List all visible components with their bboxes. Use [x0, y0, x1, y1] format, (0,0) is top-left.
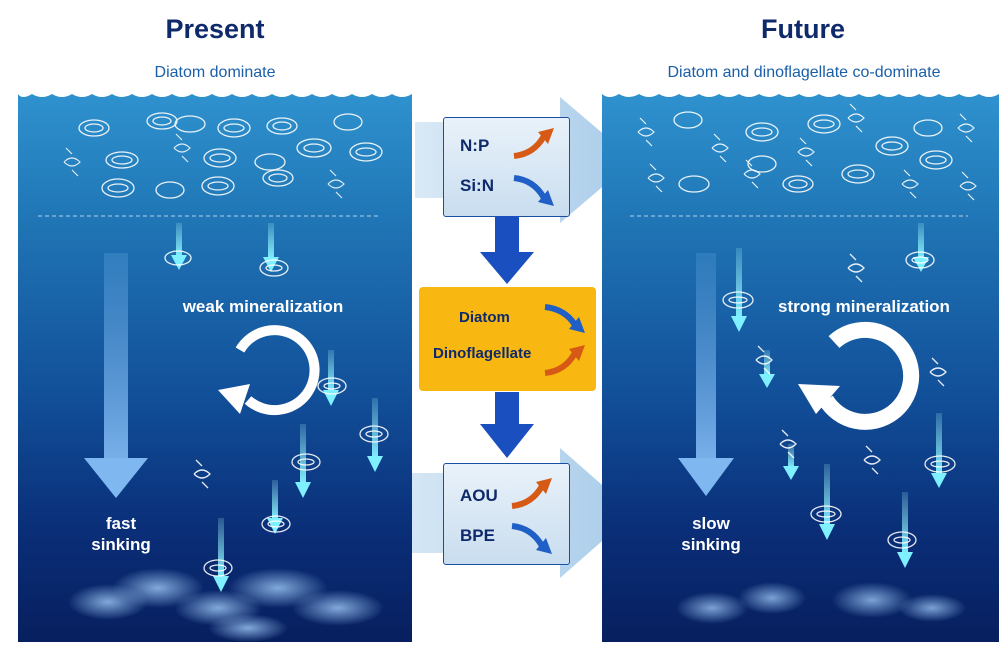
oxygen-trend-arrows	[511, 478, 552, 554]
trend-up-icon	[511, 478, 552, 509]
nutrient-trend-arrows	[513, 128, 554, 206]
fast-sinking-label: fast sinking	[76, 513, 166, 556]
trend-up-icon	[544, 345, 585, 376]
trend-up-icon	[513, 128, 554, 159]
oxygen-index-box: AOU BPE	[443, 463, 570, 565]
surface-diatoms	[78, 112, 383, 199]
trend-down-icon	[544, 304, 585, 333]
sediment-clouds	[68, 568, 384, 642]
fast-sinking-line1: fast	[105, 514, 137, 533]
future-subtitle: Diatom and dinoflagellate co-dominate	[667, 64, 941, 81]
strong-mineralization-label: strong mineralization	[778, 297, 950, 316]
strong-mineralization-cycle-icon	[798, 321, 920, 430]
weak-mineralization-cycle-icon	[218, 325, 320, 416]
slow-sinking-label: slow sinking	[666, 513, 756, 556]
slow-sinking-arrow	[678, 253, 734, 496]
trend-down-icon	[511, 523, 552, 554]
wave-surface	[602, 88, 999, 97]
present-title: Present	[165, 14, 265, 44]
future-title: Future	[761, 14, 845, 44]
sin-ratio-label: Si:N	[460, 176, 494, 195]
slow-sinking-line1: slow	[692, 514, 730, 533]
present-ocean-scene	[18, 88, 412, 642]
plankton-trend-arrows	[544, 304, 585, 376]
future-ocean-panel: strong mineralization slow sinking	[602, 88, 999, 642]
weak-mineralization-label: weak mineralization	[182, 297, 344, 316]
surface-diatoms	[673, 111, 953, 193]
future-ocean-scene	[602, 88, 999, 624]
present-ocean-panel: weak mineralization fast sinking	[18, 88, 412, 642]
wave-surface	[18, 88, 412, 97]
sinking-particles	[164, 250, 389, 577]
diatom-label: Diatom	[459, 309, 510, 326]
plankton-shift-box: Diatom Dinoflagellate	[419, 287, 596, 391]
sediment-clouds	[676, 582, 966, 624]
bpe-label: BPE	[460, 526, 495, 545]
fast-sinking-arrow	[84, 253, 148, 498]
trend-down-icon	[513, 175, 554, 206]
down-arrow-2	[480, 392, 534, 458]
down-arrow-1	[480, 216, 534, 284]
surface-dinoflagellates	[637, 103, 977, 201]
surface-dinoflagellates	[63, 133, 345, 199]
dinoflagellate-label: Dinoflagellate	[433, 345, 532, 362]
present-subtitle: Diatom dominate	[154, 64, 276, 81]
slow-sinking-line2: sinking	[681, 535, 741, 555]
aou-label: AOU	[460, 486, 498, 505]
np-ratio-label: N:P	[460, 136, 490, 155]
sinking-particles	[722, 251, 956, 549]
fast-sinking-line2: sinking	[91, 535, 151, 555]
